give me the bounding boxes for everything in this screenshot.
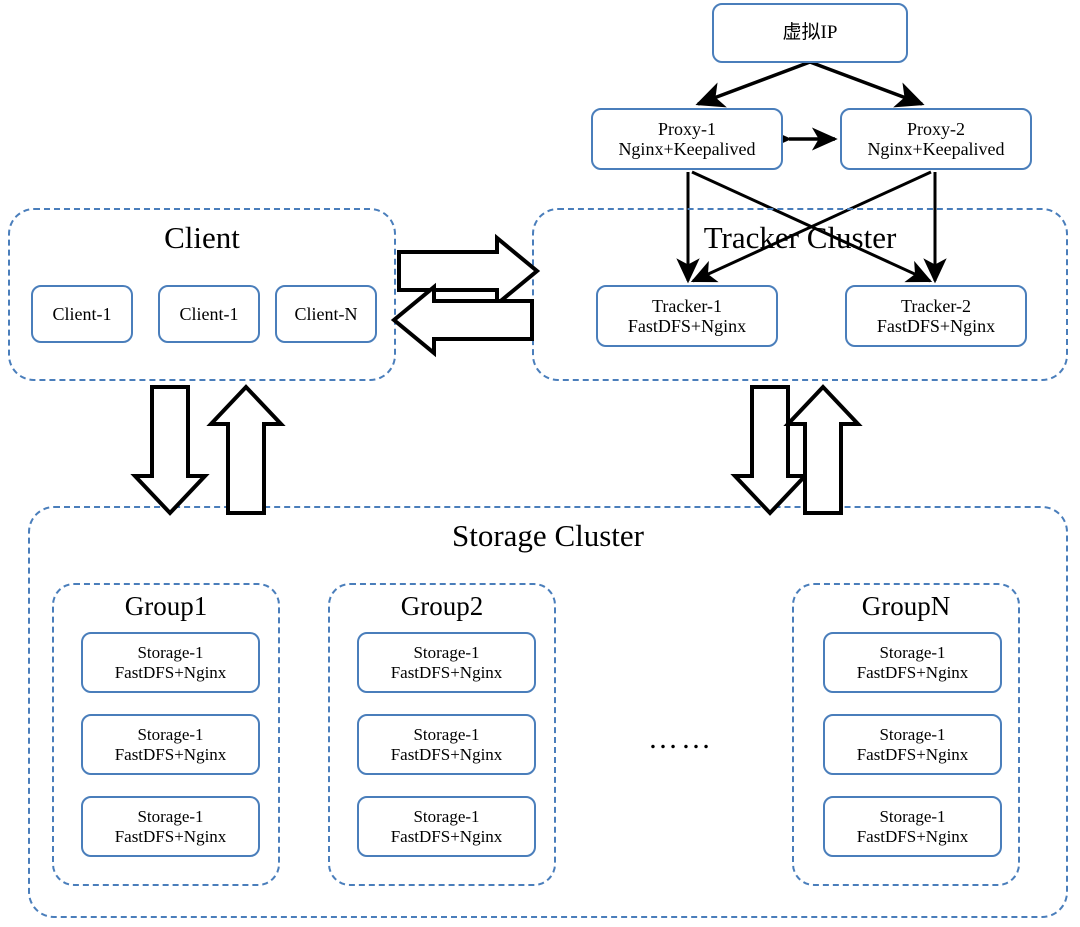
node-group2-storage-1[interactable]: Storage-1 FastDFS+Nginx [357,632,536,693]
node-group1-storage-1[interactable]: Storage-1 FastDFS+Nginx [81,632,260,693]
node-tracker-2-stack: FastDFS+Nginx [876,316,996,336]
region-storage-cluster-title: Storage Cluster [452,518,644,553]
node-tracker-2[interactable]: Tracker-2 FastDFS+Nginx [845,285,1027,347]
node-proxy-1[interactable]: Proxy-1 Nginx+Keepalived [591,108,783,170]
node-groupn-storage-3[interactable]: Storage-1 FastDFS+Nginx [823,796,1002,857]
node-groupn-storage-1-stack: FastDFS+Nginx [856,662,969,682]
node-group2-storage-3-name: Storage-1 [413,807,480,827]
node-group1-storage-2-name: Storage-1 [137,725,204,745]
region-group-1-title: Group1 [124,591,208,621]
node-tracker-2-name: Tracker-2 [901,295,971,316]
node-groupn-storage-1-name: Storage-1 [879,643,946,663]
block-arrow-client-to-tracker [397,233,541,309]
node-group2-storage-2-stack: FastDFS+Nginx [390,744,503,764]
node-group2-storage-2[interactable]: Storage-1 FastDFS+Nginx [357,714,536,775]
region-group-2 [328,583,556,886]
node-tracker-1-stack: FastDFS+Nginx [627,316,747,336]
block-arrow-tracker-to-storage [730,385,810,516]
arrow-vip-to-proxy2 [809,60,925,108]
node-group1-storage-3-stack: FastDFS+Nginx [114,826,227,846]
node-group1-storage-2-stack: FastDFS+Nginx [114,744,227,764]
node-group2-storage-1-name: Storage-1 [413,643,480,663]
node-tracker-1[interactable]: Tracker-1 FastDFS+Nginx [596,285,778,347]
node-group1-storage-1-name: Storage-1 [137,643,204,663]
node-client-2-label: Client-1 [179,303,239,324]
node-groupn-storage-2[interactable]: Storage-1 FastDFS+Nginx [823,714,1002,775]
region-group-n-title: GroupN [861,591,951,621]
node-proxy-2-name: Proxy-2 [907,118,965,139]
node-groupn-storage-1[interactable]: Storage-1 FastDFS+Nginx [823,632,1002,693]
groups-ellipsis: …… [648,722,714,755]
node-proxy-2-stack: Nginx+Keepalived [867,139,1005,159]
node-groupn-storage-3-stack: FastDFS+Nginx [856,826,969,846]
block-arrow-client-to-storage [130,385,210,516]
node-proxy-2[interactable]: Proxy-2 Nginx+Keepalived [840,108,1032,170]
node-client-n[interactable]: Client-N [275,285,377,343]
node-proxy-1-stack: Nginx+Keepalived [618,139,756,159]
region-storage-cluster [28,506,1068,918]
node-group1-storage-3[interactable]: Storage-1 FastDFS+Nginx [81,796,260,857]
node-group1-storage-2[interactable]: Storage-1 FastDFS+Nginx [81,714,260,775]
node-client-1-label: Client-1 [52,303,112,324]
node-virtual-ip-label: 虚拟IP [782,22,838,44]
node-client-1[interactable]: Client-1 [31,285,133,343]
region-group-2-title: Group2 [400,591,484,621]
region-group-1 [52,583,280,886]
node-group2-storage-1-stack: FastDFS+Nginx [390,662,503,682]
block-arrow-tracker-to-client [390,282,534,358]
node-client-2[interactable]: Client-1 [158,285,260,343]
node-groupn-storage-2-name: Storage-1 [879,725,946,745]
node-groupn-storage-2-stack: FastDFS+Nginx [856,744,969,764]
arrow-vip-to-proxy1 [695,60,811,108]
node-client-n-label: Client-N [294,303,358,324]
node-group1-storage-3-name: Storage-1 [137,807,204,827]
node-tracker-1-name: Tracker-1 [652,295,722,316]
node-virtual-ip[interactable]: 虚拟IP [712,3,908,63]
node-group2-storage-2-name: Storage-1 [413,725,480,745]
region-client-title: Client [164,220,240,255]
node-group2-storage-3[interactable]: Storage-1 FastDFS+Nginx [357,796,536,857]
node-proxy-1-name: Proxy-1 [658,118,716,139]
region-tracker-cluster-title: Tracker Cluster [703,220,897,255]
node-group1-storage-1-stack: FastDFS+Nginx [114,662,227,682]
node-groupn-storage-3-name: Storage-1 [879,807,946,827]
region-group-n [792,583,1020,886]
node-group2-storage-3-stack: FastDFS+Nginx [390,826,503,846]
block-arrow-storage-to-client [206,384,286,515]
block-arrow-storage-to-tracker [783,384,863,515]
